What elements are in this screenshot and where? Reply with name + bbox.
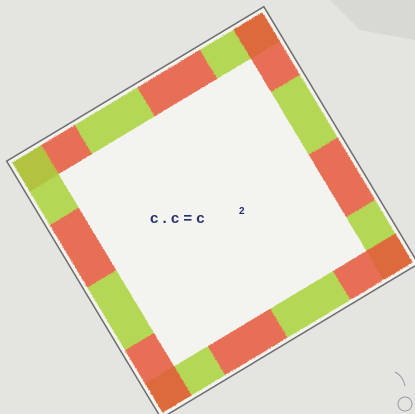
green-border-segment	[74, 87, 155, 155]
formula-exponent: 2	[239, 206, 245, 217]
formula-text: c . c = c	[150, 210, 205, 227]
red-border-segment	[49, 207, 117, 288]
stray-pencil-mark	[394, 371, 406, 387]
stray-circle-mark	[397, 396, 413, 412]
red-border-segment	[308, 137, 376, 218]
green-border-segment	[270, 74, 338, 155]
green-border-segment	[87, 270, 155, 351]
green-border-segment	[12, 145, 79, 226]
red-border-segment	[233, 12, 301, 93]
red-border-segment	[124, 332, 192, 413]
red-border-segment	[332, 233, 413, 301]
inner-square	[58, 58, 367, 367]
border-segments	[12, 12, 413, 413]
paper-shadow	[330, 0, 415, 40]
red-border-segment	[137, 49, 218, 117]
red-border-segment	[207, 308, 288, 376]
green-border-segment	[270, 270, 351, 338]
colored-square	[5, 5, 415, 414]
